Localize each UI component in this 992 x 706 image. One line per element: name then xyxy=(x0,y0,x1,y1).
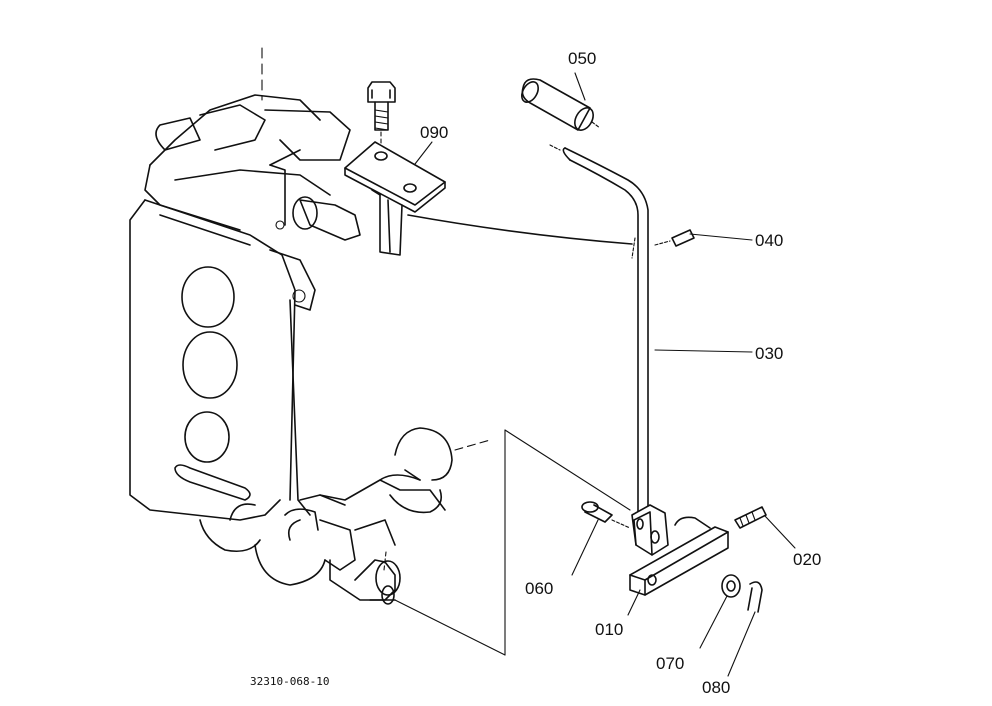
spring-pin-top xyxy=(654,229,695,247)
reference-code: 32310-068-10 xyxy=(250,675,330,688)
part-label-080: 080 xyxy=(702,678,731,697)
bracket-plate xyxy=(344,141,446,256)
clevis-pin xyxy=(581,501,631,529)
part-label-070: 070 xyxy=(656,654,685,673)
part-label-020: 020 xyxy=(793,550,822,569)
leader-lines xyxy=(414,72,796,677)
part-label-040: 040 xyxy=(755,231,784,250)
cotter-pin xyxy=(747,581,763,613)
part-label-010: 010 xyxy=(595,620,624,639)
connection-line xyxy=(407,214,633,245)
arm xyxy=(629,516,729,596)
lever xyxy=(562,147,649,521)
transmission-housing xyxy=(129,47,506,656)
washer xyxy=(721,574,741,598)
part-label-030: 030 xyxy=(755,344,784,363)
grip xyxy=(521,78,601,151)
spring-pin-bottom xyxy=(734,506,767,529)
part-label-050: 050 xyxy=(568,49,597,68)
part-label-090: 090 xyxy=(420,123,449,142)
part-label-060: 060 xyxy=(525,579,554,598)
bolt xyxy=(367,81,396,149)
clevis xyxy=(631,504,669,556)
